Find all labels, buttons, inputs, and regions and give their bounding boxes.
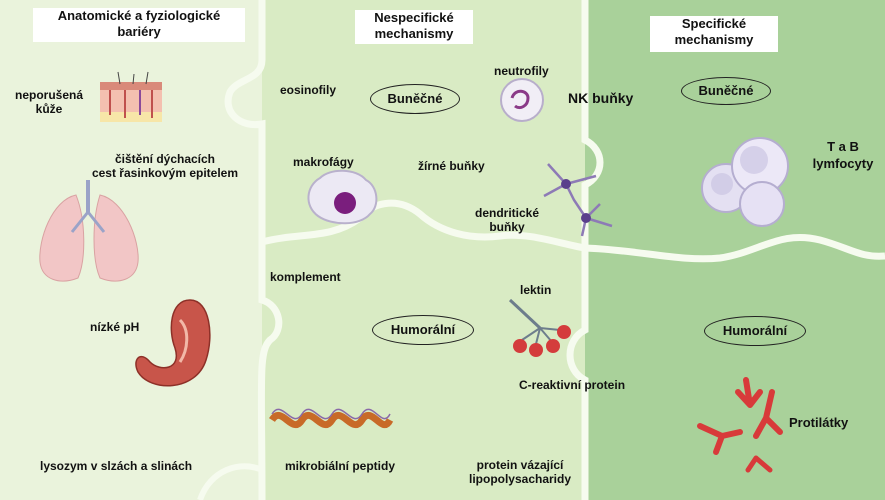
label-nk-cells: NK buňky <box>568 91 633 105</box>
label-mast-cells: žírné buňky <box>418 159 485 173</box>
oval-specific-cellular: Buněčné <box>681 77 771 105</box>
label-lysozyme: lysozym v slzách a slinách <box>40 459 192 473</box>
label-dendritic-line2: buňky <box>466 220 548 234</box>
header-nonspecific-line1: Nespecifické <box>355 10 473 26</box>
header-barriers-line2: bariéry <box>33 24 245 40</box>
label-lectin: lektin <box>520 283 551 297</box>
neutrophil-icon <box>501 79 543 121</box>
label-lbp-line1: protein vázající <box>455 458 585 472</box>
label-low-ph: nízké pH <box>90 320 139 334</box>
oval-specific-humoral: Humorální <box>704 316 806 346</box>
label-lymphocytes-line2: lymfocyty <box>810 155 876 172</box>
header-specific-line1: Specifické <box>650 16 778 32</box>
label-dendritic: dendritické buňky <box>466 206 548 234</box>
label-lbp-line2: lipopolysacharidy <box>455 472 585 486</box>
label-airways-line2: cest řasinkovým epitelem <box>70 166 260 180</box>
label-lbp: protein vázající lipopolysacharidy <box>455 458 585 486</box>
header-nonspecific-line2: mechanismy <box>355 26 473 42</box>
label-skin-line1: neporušená <box>14 88 84 102</box>
header-specific-line2: mechanismy <box>650 32 778 48</box>
label-skin-line2: kůže <box>14 102 84 116</box>
label-crp: C-reaktivní protein <box>519 378 625 392</box>
header-barriers-line1: Anatomické a fyziologické <box>33 8 245 24</box>
oval-nonspecific-humoral: Humorální <box>372 315 474 345</box>
label-antibodies: Protilátky <box>789 416 848 430</box>
label-complement: komplement <box>270 270 341 284</box>
label-airways-line1: čištění dýchacích <box>70 152 260 166</box>
label-dendritic-line1: dendritické <box>466 206 548 220</box>
label-airways: čištění dýchacích cest řasinkovým epitel… <box>70 152 260 180</box>
label-peptides: mikrobiální peptidy <box>285 459 395 473</box>
header-barriers: Anatomické a fyziologické bariéry <box>33 8 245 42</box>
label-skin: neporušená kůže <box>14 88 84 116</box>
label-macrophages: makrofágy <box>293 155 354 169</box>
oval-nonspecific-cellular: Buněčné <box>370 84 460 114</box>
label-eosinophils: eosinofily <box>280 83 336 97</box>
label-lymphocytes: T a B lymfocyty <box>810 138 876 172</box>
header-nonspecific: Nespecifické mechanismy <box>355 10 473 44</box>
label-lymphocytes-line1: T a B <box>810 138 876 155</box>
header-specific: Specifické mechanismy <box>650 16 778 52</box>
label-neutrophils: neutrofily <box>494 64 549 78</box>
